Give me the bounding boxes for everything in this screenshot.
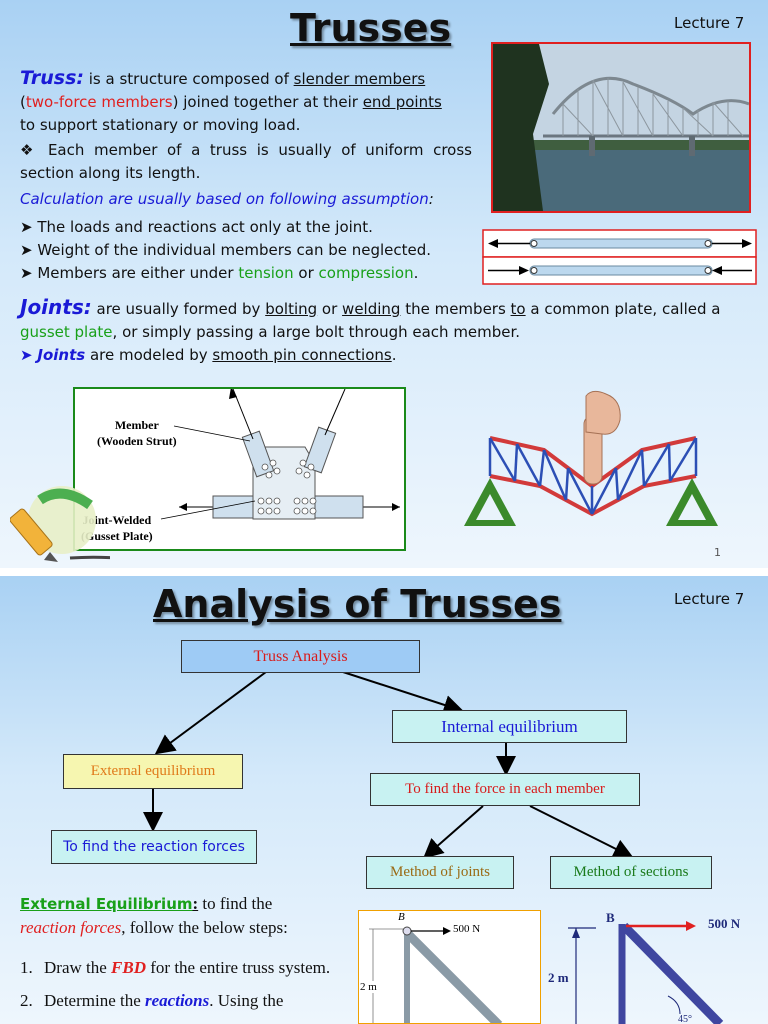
fig2-angle: 45°: [678, 1014, 692, 1024]
list-item: ➤ Weight of the individual members can b…: [20, 241, 432, 259]
slide-separator: [0, 568, 768, 576]
fig1-dimension: 2 m: [360, 981, 377, 993]
lecture-label: Lecture 7: [674, 590, 745, 608]
gusset-plate-diagram: Member(Wooden Strut) Joint-Welded(Gusset…: [73, 387, 406, 551]
joint-label: Joint-Welded(Gusset Plate): [81, 513, 153, 543]
fig1-load-label: 500 N: [453, 923, 481, 935]
fig2-load-label: 500 N: [708, 916, 741, 931]
arrow-bullet-icon: ➤: [20, 264, 33, 282]
diamond-bullet-icon: ❖: [20, 141, 39, 159]
fig2-joint-b: B: [606, 910, 615, 925]
flow-truss-analysis: Truss Analysis: [181, 640, 420, 673]
flow-method-of-joints: Method of joints: [366, 856, 514, 889]
member-label: Member(Wooden Strut): [97, 418, 177, 448]
truss-model-photo: [460, 386, 722, 532]
flow-external-equilibrium: External equilibrium: [63, 754, 243, 789]
flow-method-of-sections: Method of sections: [550, 856, 712, 889]
assumption-list: ➤ The loads and reactions act only at th…: [20, 216, 482, 285]
slide-trusses: Trusses Lecture 7: [0, 0, 768, 568]
truss-definition: Truss: is a structure composed of slende…: [20, 67, 442, 134]
flowchart-arrows: [143, 671, 634, 859]
arrow-bullet-icon: ➤: [20, 241, 33, 259]
tension-compression-diagram: [482, 229, 757, 285]
slide-title: Trusses: [290, 6, 452, 50]
pencil-icon: [9, 480, 126, 565]
flow-find-reaction: To find the reaction forces: [51, 830, 257, 864]
truss-fbd-figure: B 500 N 2 m 45°: [548, 910, 768, 1024]
steps-list: 1. Draw the FBD for the entire truss sys…: [20, 956, 338, 1012]
arrow-bullet-icon: ➤: [20, 218, 33, 236]
arrow-bullet-icon: ➤: [20, 346, 33, 364]
slide-title: Analysis of Trusses: [153, 582, 562, 626]
page-number: 1: [714, 546, 721, 559]
member-bullet: ❖ Each member of a truss is usually of u…: [20, 141, 472, 182]
slide-analysis-of-trusses: Analysis of Trusses Lecture 7 Truss Anal…: [0, 576, 768, 1024]
assumption-heading: Calculation are usually based on followi…: [20, 190, 434, 208]
lecture-label: Lecture 7: [674, 14, 745, 32]
joints-paragraph: Joints: are usually formed by bolting or…: [20, 295, 721, 365]
list-item: ➤ The loads and reactions act only at th…: [20, 218, 373, 236]
fig1-joint-b: B: [398, 911, 405, 923]
list-item: ➤ Members are either under tension or co…: [20, 264, 419, 282]
flow-find-force: To find the force in each member: [370, 773, 640, 806]
list-item: 2. Determine the reactions. Using the: [20, 991, 284, 1010]
bridge-photo: [491, 42, 751, 213]
fig2-dimension: 2 m: [548, 970, 569, 985]
external-equilibrium-text: External Equilibrium: to find the reacti…: [20, 894, 288, 937]
truss-figure-original: B 500 N 2 m: [358, 910, 541, 1024]
flow-internal-equilibrium: Internal equilibrium: [392, 710, 627, 743]
list-item: 1. Draw the FBD for the entire truss sys…: [20, 958, 331, 977]
